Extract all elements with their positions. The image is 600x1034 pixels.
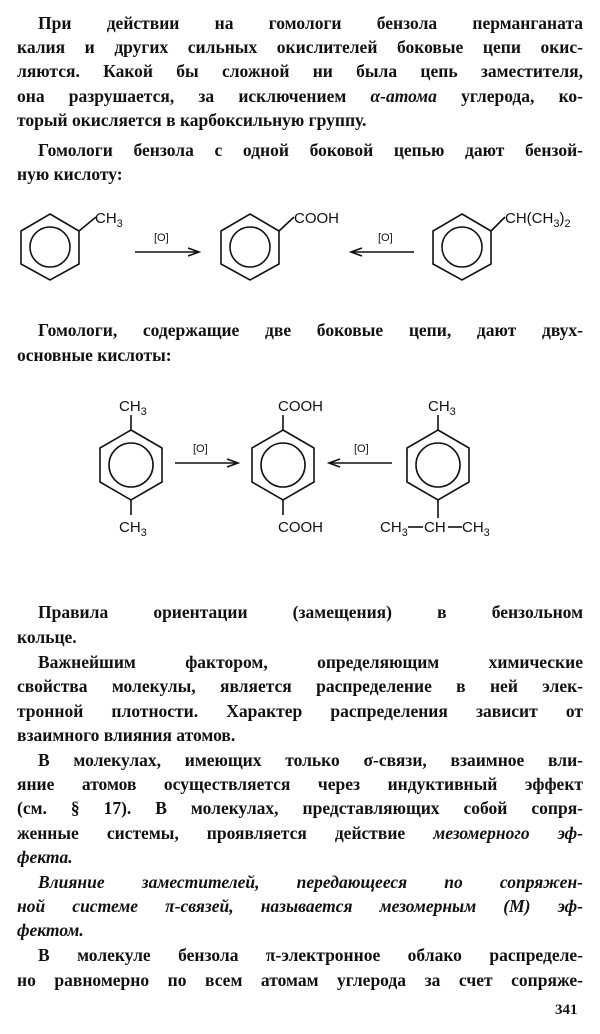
text-segment: торый окисляется в карбоксильную группу.: [17, 110, 367, 130]
text-line: ную кислоту:: [17, 163, 583, 185]
arrow-left: [O]: [326, 443, 392, 468]
italic-text: Влияние заместителей, передающееся по со…: [38, 872, 583, 892]
svg-text:COOH: COOH: [278, 398, 323, 415]
text-line: В молекулах, имеющих только σ-связи, вза…: [38, 749, 583, 771]
page-number: 341: [555, 1002, 578, 1018]
text-line: но равномерно по всем атомам углерода за…: [17, 969, 583, 991]
scheme-disubstituted: CH3 CH3 [O] COOH COOH [O] CH3 CH3 CH CH3: [99, 398, 490, 539]
text-segment: тронной плотности. Характер распределени…: [17, 701, 583, 721]
text-line: фектом.: [17, 919, 583, 941]
text-segment: взаимного влияния атомов.: [17, 725, 236, 745]
svg-text:[O]: [O]: [378, 232, 393, 244]
p-xylene: CH3 CH3: [99, 398, 163, 539]
svg-text:[O]: [O]: [193, 443, 208, 455]
text-segment: основные кислоты:: [17, 345, 172, 365]
italic-text: фектом.: [17, 920, 84, 940]
italic-text: фекта.: [17, 847, 73, 867]
svg-text:COOH: COOH: [294, 210, 339, 227]
text-line: фекта.: [17, 846, 583, 868]
terephthalic-acid: COOH COOH: [251, 398, 323, 536]
arrow-right: [O]: [135, 232, 202, 257]
text-segment: ляются. Какой бы сложной ни была цепь за…: [17, 61, 583, 81]
text-segment: Гомологи, содержащие две боковые цепи, д…: [38, 320, 583, 340]
text-line: ляются. Какой бы сложной ни была цепь за…: [17, 60, 583, 82]
text-line: яние атомов осуществляется через индукти…: [17, 773, 583, 795]
text-segment: Правила ориентации (замещения) в бензоль…: [38, 602, 583, 622]
text-segment: В молекуле бензола π-электронное облако …: [38, 945, 583, 965]
text-segment: При действии на гомологи бензола перманг…: [38, 13, 583, 33]
text-line: (см. § 17). В молекулах, представляющих …: [17, 797, 583, 819]
text-segment: кольце.: [17, 627, 77, 647]
text-segment: яние атомов осуществляется через индукти…: [17, 774, 583, 794]
text-line: Гомологи, содержащие две боковые цепи, д…: [38, 319, 583, 341]
italic-text: мезомерного эф-: [433, 823, 583, 843]
text-segment: Гомологи бензола с одной боковой цепью д…: [38, 140, 583, 160]
svg-text:CH3: CH3: [462, 519, 490, 539]
text-line: Правила ориентации (замещения) в бензоль…: [38, 601, 583, 623]
svg-text:CH3: CH3: [380, 519, 408, 539]
svg-text:CH: CH: [424, 519, 446, 536]
text-segment: она разрушается, за исключением: [17, 86, 371, 106]
text-segment: но равномерно по всем атомам углерода за…: [17, 970, 583, 990]
svg-text:CH3: CH3: [95, 210, 123, 230]
text-segment: углерода, ко-: [436, 86, 584, 106]
text-segment: В молекулах, имеющих только σ-связи, вза…: [38, 750, 583, 770]
svg-text:[O]: [O]: [354, 443, 369, 455]
p-cymene: CH3 CH3 CH CH3: [380, 398, 490, 539]
text-line: калия и других сильных окислителей боков…: [17, 36, 583, 58]
text-line: Важнейшим фактором, определяющим химичес…: [38, 651, 583, 673]
italic-text: ной системе π-связей, называется мезомер…: [17, 896, 583, 916]
svg-text:CH(CH3)2: CH(CH3)2: [505, 210, 571, 230]
italic-text: α-атома: [370, 86, 437, 106]
text-line: Гомологи бензола с одной боковой цепью д…: [38, 139, 583, 161]
text-line: свойства молекулы, является распределени…: [17, 675, 583, 697]
benzoic-acid: COOH: [220, 210, 339, 281]
text-line: тронной плотности. Характер распределени…: [17, 700, 583, 722]
scheme-monosubstituted: CH3 [O] COOH [O] CH(CH3)2: [20, 210, 571, 281]
toluene: CH3: [20, 210, 123, 281]
text-segment: свойства молекулы, является распределени…: [17, 676, 583, 696]
text-segment: женные системы, проявляется действие: [17, 823, 434, 843]
text-line: женные системы, проявляется действие мез…: [17, 822, 583, 844]
cumene: CH(CH3)2: [432, 210, 571, 281]
svg-text:COOH: COOH: [278, 519, 323, 536]
text-segment: (см. § 17). В молекулах, представляющих …: [17, 798, 583, 818]
svg-text:CH3: CH3: [428, 398, 456, 418]
arrow-left: [O]: [348, 232, 414, 257]
text-segment: калия и других сильных окислителей боков…: [17, 37, 583, 57]
text-line: ной системе π-связей, называется мезомер…: [17, 895, 583, 917]
text-line: При действии на гомологи бензола перманг…: [38, 12, 583, 34]
svg-text:CH3: CH3: [119, 519, 147, 539]
text-line: взаимного влияния атомов.: [17, 724, 583, 746]
text-line: торый окисляется в карбоксильную группу.: [17, 109, 583, 131]
text-line: кольце.: [17, 626, 583, 648]
text-line: основные кислоты:: [17, 344, 583, 366]
text-line: Влияние заместителей, передающееся по со…: [38, 871, 583, 893]
svg-text:[O]: [O]: [154, 232, 169, 244]
text-line: она разрушается, за исключением α-атома …: [17, 85, 583, 107]
arrow-right: [O]: [175, 443, 241, 468]
text-segment: Важнейшим фактором, определяющим химичес…: [38, 652, 583, 672]
text-line: В молекуле бензола π-электронное облако …: [38, 944, 583, 966]
svg-text:CH3: CH3: [119, 398, 147, 418]
text-segment: ную кислоту:: [17, 164, 123, 184]
